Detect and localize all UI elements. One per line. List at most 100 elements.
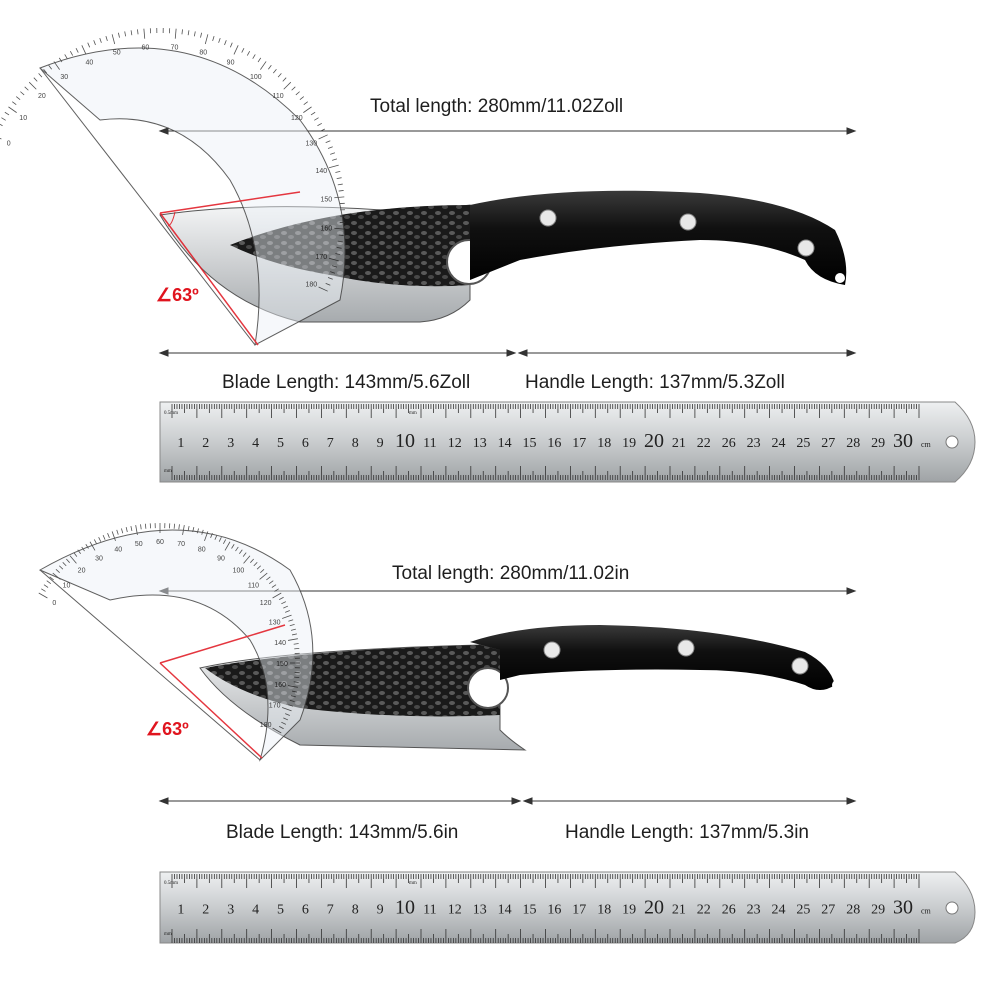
protractor-tick xyxy=(218,536,222,542)
ruler-number: 11 xyxy=(423,903,436,918)
ruler-number: 1 xyxy=(177,903,184,918)
protractor-tick xyxy=(257,57,262,63)
ruler-number: 4 xyxy=(252,903,259,918)
ruler-number: 16 xyxy=(547,436,561,451)
protractor-tick xyxy=(130,525,133,532)
protractor-tick xyxy=(187,525,190,532)
protractor-tick xyxy=(107,533,110,538)
protractor-tick xyxy=(338,234,344,236)
protractor-tick xyxy=(55,569,60,573)
ruler-number: 3 xyxy=(227,903,234,918)
ruler-number: 15 xyxy=(523,903,537,918)
protractor-tick xyxy=(288,619,294,622)
protractor-number: 0 xyxy=(52,600,56,607)
protractor-tick xyxy=(1,117,6,121)
protractor-tick xyxy=(282,707,292,712)
ruler-number: 27 xyxy=(821,903,835,918)
protractor-tick xyxy=(336,177,342,180)
blade-length-label: Blade Length: 143mm/5.6in xyxy=(226,822,459,843)
protractor-number: 60 xyxy=(156,539,164,546)
protractor-tick xyxy=(252,54,256,59)
protractor-tick xyxy=(260,569,265,573)
ruler-number: 23 xyxy=(747,436,761,451)
protractor-tick xyxy=(283,605,289,609)
ruler-number: 9 xyxy=(377,436,384,451)
protractor-tick xyxy=(201,529,204,535)
protractor-tick xyxy=(85,544,89,549)
protractor-number: 50 xyxy=(135,541,143,548)
protractor-tick xyxy=(260,61,267,70)
ruler-number: 8 xyxy=(352,436,359,451)
protractor-number: 120 xyxy=(291,115,303,122)
ruler-number: 14 xyxy=(498,903,512,918)
protractor-tick xyxy=(327,146,333,149)
ruler-number: 21 xyxy=(672,903,686,918)
protractor-tick xyxy=(99,37,102,43)
protractor-number: 50 xyxy=(113,50,121,57)
protractor-tick xyxy=(69,555,77,564)
protractor-number: 80 xyxy=(198,546,206,553)
protractor-tick xyxy=(212,35,215,41)
protractor-number: 110 xyxy=(248,583,259,590)
protractor-tick xyxy=(241,47,245,53)
protractor-tick xyxy=(332,265,338,268)
protractor-tick xyxy=(174,28,177,39)
protractor-tick xyxy=(272,727,282,734)
protractor-tick xyxy=(196,528,199,534)
protractor-tick xyxy=(271,584,277,588)
protractor-tick xyxy=(81,45,87,55)
protractor-tick xyxy=(317,122,322,127)
ruler-number: 28 xyxy=(846,903,860,918)
protractor-number: 30 xyxy=(60,74,68,81)
ruler-number: 20 xyxy=(644,897,664,919)
protractor-tick xyxy=(233,45,239,55)
protractor-tick xyxy=(239,549,243,555)
protractor-tick xyxy=(49,576,54,581)
ruler-number: 24 xyxy=(772,903,786,918)
protractor-tick xyxy=(314,117,319,121)
protractor-tick xyxy=(290,628,296,631)
protractor-tick xyxy=(143,28,146,39)
ruler-number: 3 xyxy=(227,436,234,451)
protractor-tick xyxy=(290,695,296,698)
handle-length-label: Handle Length: 137mm/5.3in xyxy=(565,822,809,843)
protractor-number: 150 xyxy=(321,196,333,203)
protractor-tick xyxy=(293,643,299,645)
protractor-tick xyxy=(20,91,25,96)
protractor-tick xyxy=(327,277,333,280)
protractor-tick xyxy=(318,286,328,292)
protractor-tick xyxy=(105,35,108,41)
ruler-number: 19 xyxy=(622,436,636,451)
protractor-tick xyxy=(187,30,190,36)
protractor-tick xyxy=(102,534,106,540)
ruler-number: 5 xyxy=(277,903,284,918)
ruler-small-label: 0.5mm xyxy=(164,881,178,886)
angle-label: ∠63º xyxy=(156,285,199,305)
protractor-tick xyxy=(250,558,254,563)
protractor-tick xyxy=(15,96,21,101)
protractor-number: 140 xyxy=(274,640,286,647)
protractor-tick xyxy=(116,529,119,535)
ruler-unit: cm xyxy=(921,440,932,449)
protractor-tick xyxy=(337,183,343,186)
ruler-number: 17 xyxy=(572,436,586,451)
protractor-number: 60 xyxy=(142,45,150,52)
protractor-number: 150 xyxy=(276,661,288,668)
protractor-number: 30 xyxy=(95,555,103,562)
protractor-tick xyxy=(259,572,268,580)
protractor-tick xyxy=(214,534,218,540)
protractor-tick xyxy=(0,137,2,140)
ruler-number: 28 xyxy=(846,436,860,451)
blade-length-label: Blade Length: 143mm/5.6Zoll xyxy=(222,372,471,393)
ruler-hole xyxy=(945,901,959,915)
lanyard-hole xyxy=(832,680,842,690)
protractor-tick xyxy=(229,42,233,48)
ruler-small-label: mm xyxy=(164,932,172,937)
protractor-number: 100 xyxy=(233,568,245,575)
protractor-tick xyxy=(224,541,231,551)
